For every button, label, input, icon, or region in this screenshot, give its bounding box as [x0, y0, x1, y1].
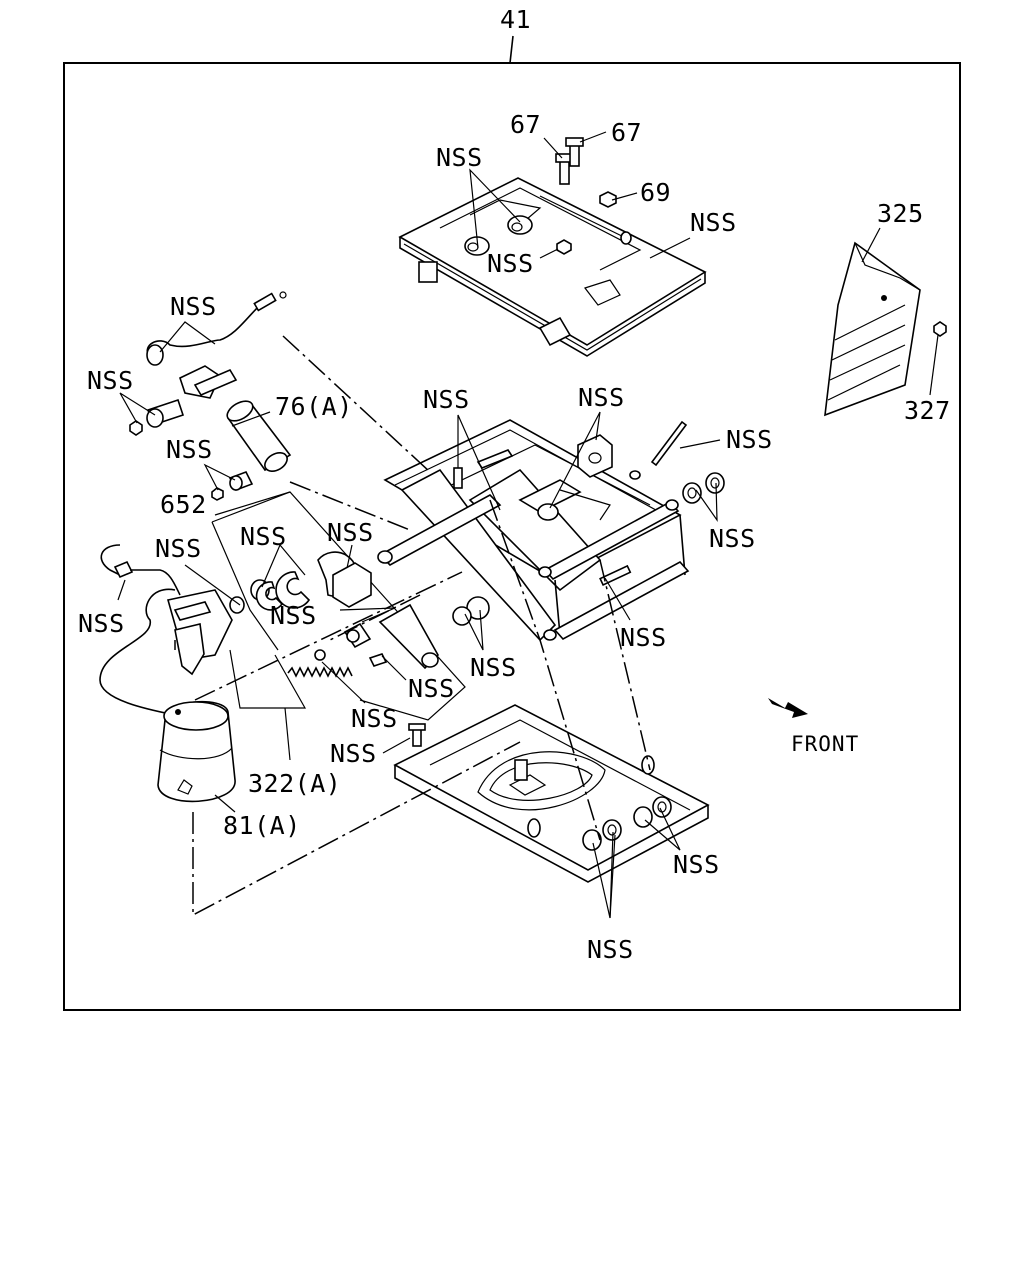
callout-nss: NSS — [690, 208, 737, 237]
callout-nss: NSS — [240, 522, 287, 551]
callout-nss: NSS — [170, 292, 217, 321]
top-seat-plate — [398, 177, 707, 357]
callout-nss: NSS — [578, 383, 625, 412]
bolt-67-pair — [555, 137, 617, 255]
bottom-base-plate — [393, 704, 710, 883]
bushing-set-right — [452, 472, 725, 626]
callout-nss: NSS — [673, 850, 720, 879]
callout-327: 327 — [904, 396, 951, 425]
callout-322a: 322(A) — [248, 769, 341, 798]
callout-nss: NSS — [470, 653, 517, 682]
callout-nss: NSS — [87, 366, 134, 395]
kit-652-outline — [211, 491, 466, 721]
callout-nss: NSS — [351, 704, 398, 733]
callout-nss: NSS — [166, 435, 213, 464]
callout-nss: NSS — [327, 518, 374, 547]
diagram-frame — [63, 62, 961, 1011]
callout-nss: NSS — [270, 601, 317, 630]
callout-69: 69 — [640, 178, 671, 207]
callout-nss: NSS — [423, 385, 470, 414]
front-arrow-icon — [768, 698, 808, 718]
callout-67-b: 67 — [611, 118, 642, 147]
front-label: FRONT — [791, 732, 859, 756]
callout-nss: NSS — [709, 524, 756, 553]
callout-nss: NSS — [487, 249, 534, 278]
scissor-frame — [377, 419, 690, 642]
callout-nss: NSS — [587, 935, 634, 964]
callout-nss: NSS — [620, 623, 667, 652]
callout-325: 325 — [877, 199, 924, 228]
callout-nss: NSS — [408, 674, 455, 703]
leader-lines — [117, 131, 939, 919]
valve-cable-assembly — [129, 291, 287, 436]
callout-nss: NSS — [436, 143, 483, 172]
callout-labels: 67 67 69 325 327 76(A) 652 322(A) 81(A) … — [78, 110, 951, 964]
callout-nss: NSS — [155, 534, 202, 563]
callout-81a: 81(A) — [223, 811, 301, 840]
air-valve-and-hose — [99, 544, 245, 716]
callout-nss: NSS — [78, 609, 125, 638]
assembly-ref-41: 41 — [500, 5, 531, 34]
callout-nss: NSS — [330, 739, 377, 768]
callout-652: 652 — [160, 490, 207, 519]
assembly-guide-lines — [174, 335, 651, 917]
air-spring-81a — [157, 700, 236, 803]
side-trim-cover-325 — [824, 241, 947, 417]
callout-67-a: 67 — [510, 110, 541, 139]
callout-nss: NSS — [726, 425, 773, 454]
callout-76a: 76(A) — [275, 392, 353, 421]
